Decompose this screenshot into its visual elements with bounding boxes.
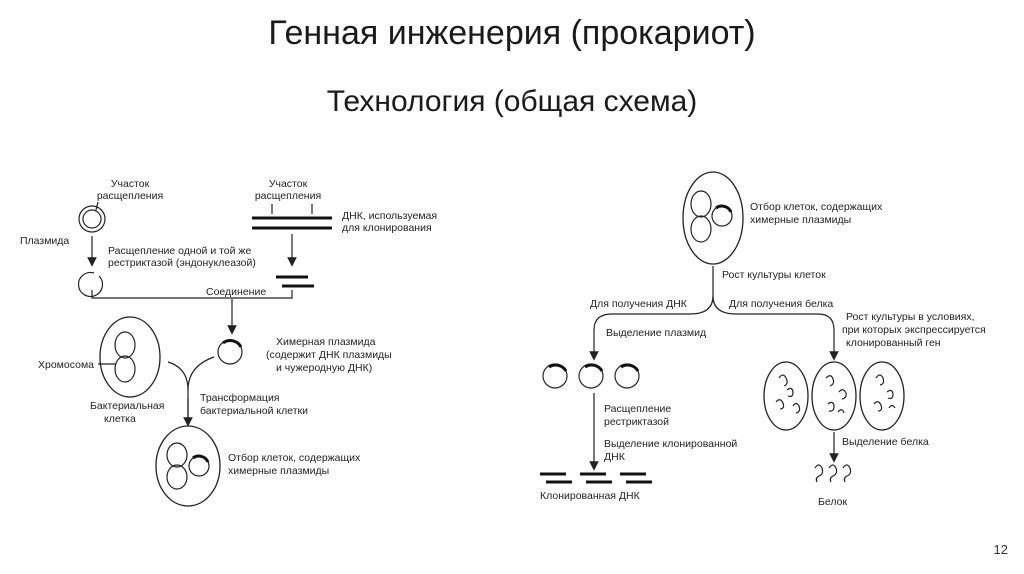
bacterial-cell-shape <box>99 316 161 398</box>
transformation-branch-right <box>187 356 215 391</box>
plasmid-shape <box>78 205 106 233</box>
growth-conditions-label-3: клонированный ген <box>846 337 941 349</box>
cloned-isolation-label-2: ДНК <box>604 451 626 463</box>
restriction-label-2: рестриктазой <box>604 416 669 428</box>
dna-branch-line <box>589 295 714 361</box>
cleavage-site-plasmid-label-1: Участок <box>111 178 150 190</box>
cleavage-site-dna-label-1: Участок <box>269 178 308 190</box>
growth-conditions-label-2: при которых экспрессируется <box>842 324 986 336</box>
cleavage-site-plasmid-label-2: расщепления <box>97 190 163 202</box>
transformation-label-1: Трансформация <box>200 392 280 404</box>
transformation-label-2: бактериальной клетки <box>200 405 308 417</box>
for-dna-label: Для получения ДНК <box>590 298 688 310</box>
plasmid-isolation-label: Выделение плазмид <box>606 327 706 339</box>
chimeric-plasmid-label-1: Химерная плазмида <box>276 336 376 348</box>
protein-isolation-label: Выделение белка <box>842 436 929 448</box>
selection-right-label-2: химерные плазмиды <box>750 214 851 226</box>
protein-label: Белок <box>818 496 847 508</box>
chimeric-plasmid-label-2: (содержит ДНК плазмиды <box>266 349 392 361</box>
culture-growth-label: Рост культуры клеток <box>722 269 826 281</box>
bacterial-cell-label-2: клетка <box>104 413 136 425</box>
cleavage-site-pointer <box>95 201 99 211</box>
chromosome-label: Хромосома <box>38 359 94 371</box>
slide-subtitle: Технология (общая схема) <box>326 85 698 118</box>
growth-conditions-label-1: Рост культуры в условиях, <box>846 311 975 323</box>
chimeric-plasmid-label-3: и чужеродную ДНК) <box>276 362 372 374</box>
page-number: 12 <box>993 542 1008 557</box>
dna-for-cloning-label-2: для клонирования <box>342 222 432 234</box>
protein-shape <box>814 464 852 483</box>
for-protein-label: Для получения белка <box>729 298 833 310</box>
chimeric-plasmid-shape <box>217 339 243 365</box>
selection-right-label-1: Отбор клеток, содержащих <box>750 201 883 213</box>
dna-for-cloning-label-1: ДНК, используемая <box>342 210 437 222</box>
cloned-isolation-label-1: Выделение клонированной <box>604 438 737 450</box>
protein-branch-line <box>712 295 839 361</box>
cloned-dna-label: Клонированная ДНК <box>540 490 641 502</box>
plasmid-label: Плазмида <box>20 235 69 247</box>
cleavage-step-label-1: Расщепление одной и той же <box>108 245 251 257</box>
slide-title: Генная инженерия (прокариот) <box>268 14 756 52</box>
cleavage-site-dna-label-2: расщепления <box>255 190 321 202</box>
selection-left-label-1: Отбор клеток, содержащих <box>228 452 361 464</box>
opened-plasmid-shape <box>77 271 104 298</box>
selected-cell-right-shape <box>682 171 744 265</box>
restriction-label-1: Расщепление <box>604 403 671 415</box>
cleavage-step-label-2: рестриктазой (эндонуклеазой) <box>108 257 256 269</box>
dna-fragment-shape <box>276 275 314 288</box>
expression-cells-shape <box>763 361 905 431</box>
joining-bracket <box>91 290 293 299</box>
selection-left-label-2: химерные плазмиды <box>228 465 329 477</box>
foreign-dna-shape <box>252 204 332 230</box>
bacterial-cell-label-1: Бактериальная <box>90 400 164 412</box>
transformation-branch-left <box>167 361 189 420</box>
selected-cell-left-shape <box>155 425 221 507</box>
isolated-plasmids-shape <box>542 363 640 389</box>
cloned-dna-fragments-shape <box>540 472 652 484</box>
joining-label: Соединение <box>206 286 266 298</box>
